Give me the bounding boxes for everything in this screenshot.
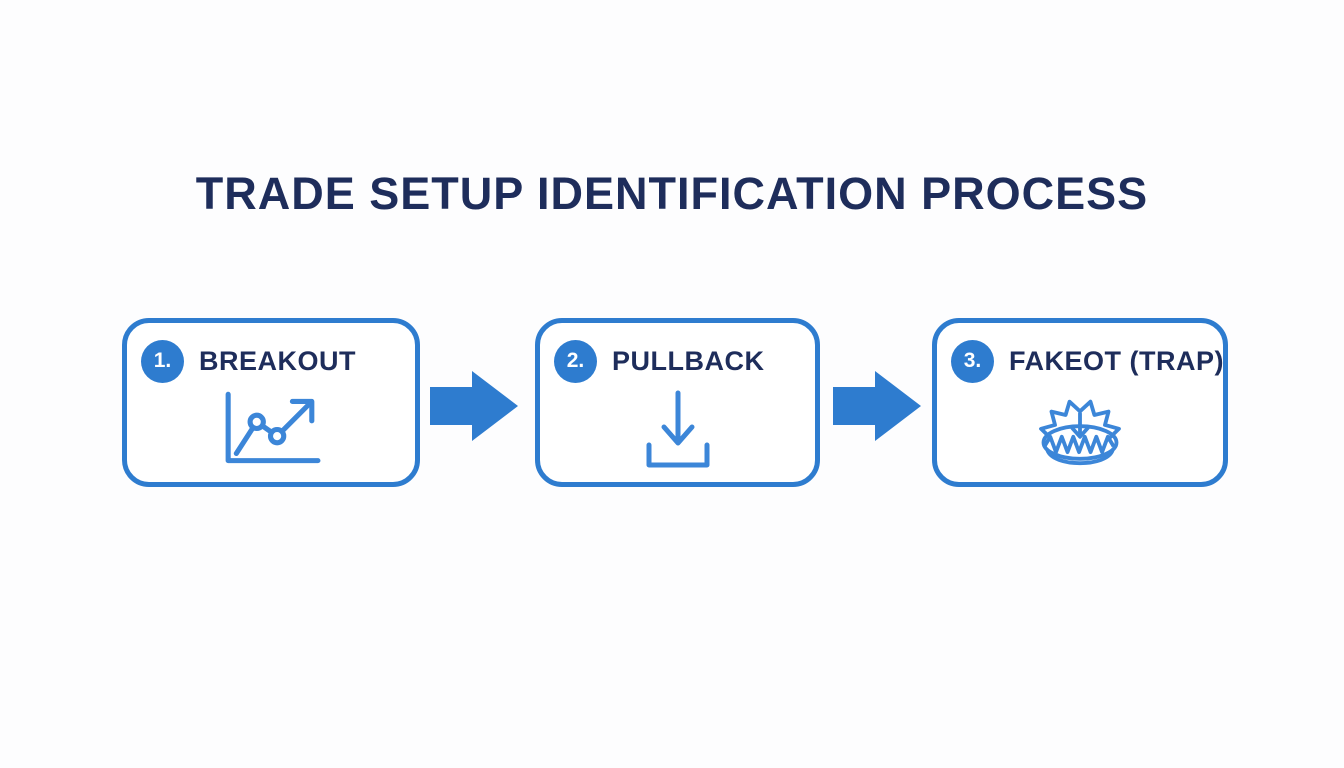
step-header: 2. PULLBACK <box>540 323 815 383</box>
step-box-pullback: 2. PULLBACK <box>535 318 820 487</box>
step-number-badge: 2. <box>554 340 597 383</box>
step-number-badge: 3. <box>951 340 994 383</box>
step-header: 3. FAKEOT (TRAP) <box>937 323 1224 383</box>
step-label: BREAKOUT <box>199 346 356 376</box>
pullback-down-arrow-icon <box>540 383 815 482</box>
step-header: 1. BREAKOUT <box>127 323 415 383</box>
flow-arrow-right-icon <box>430 371 518 441</box>
step-number-badge: 1. <box>141 340 184 383</box>
step-number: 2. <box>566 348 585 372</box>
step-box-fakeout-trap: 3. FAKEOT (TRAP) <box>932 318 1228 487</box>
page-title: TRADE SETUP IDENTIFICATION PROCESS <box>195 168 1149 219</box>
step-label: PULLBACK <box>612 346 765 376</box>
breakout-chart-icon <box>127 383 415 482</box>
step-number: 1. <box>153 348 172 372</box>
step-label: FAKEOT (TRAP) <box>1009 346 1224 376</box>
bear-trap-icon <box>937 383 1223 487</box>
step-number: 3. <box>963 348 982 372</box>
flow-arrow-right-icon <box>833 371 921 441</box>
step-box-breakout: 1. BREAKOUT <box>122 318 420 487</box>
